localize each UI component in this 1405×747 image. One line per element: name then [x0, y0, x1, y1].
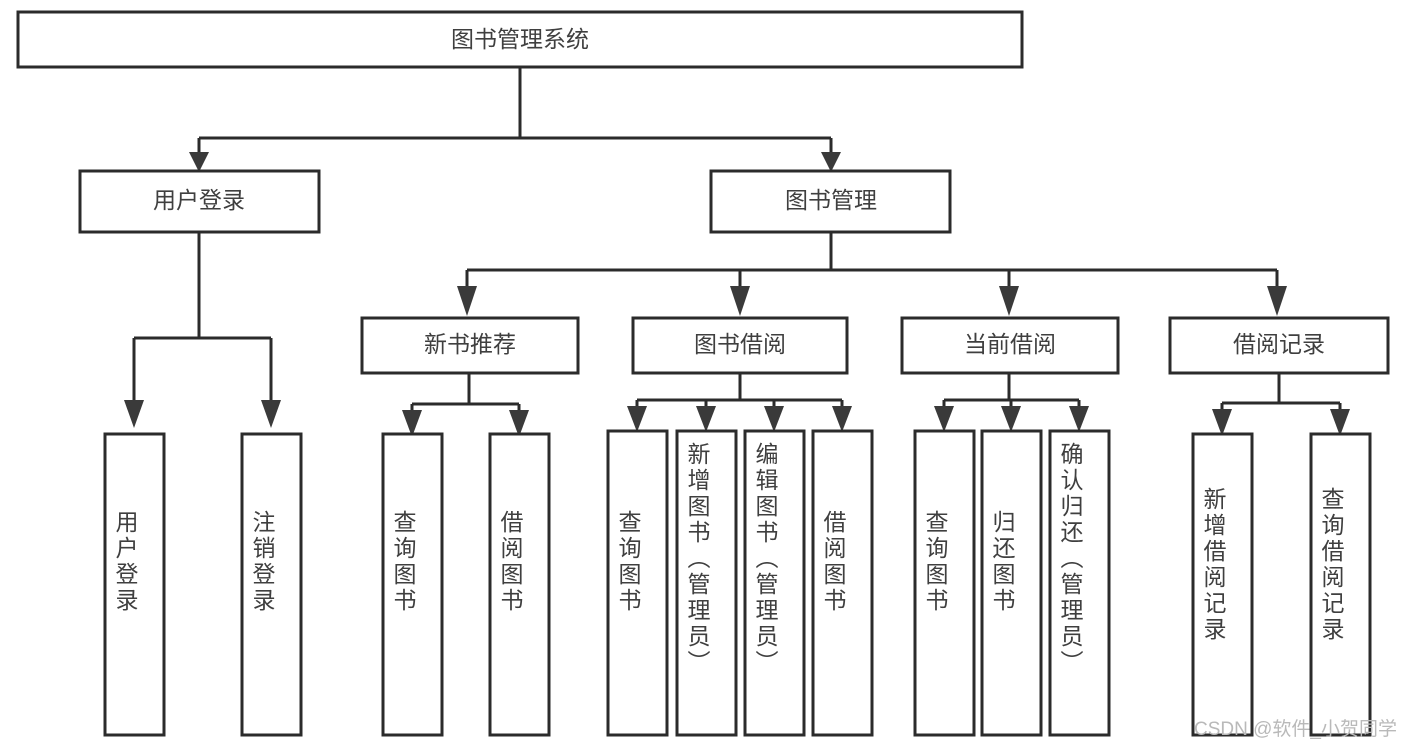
- arrow-to-book-borrow: [730, 286, 750, 316]
- node-root[interactable]: 图书管理系统: [16, 10, 1024, 69]
- node-root-label: 图书管理系统: [451, 26, 589, 52]
- leaf-box-query-book-2[interactable]: [606, 429, 669, 737]
- nodes-layer: 图书管理系统 用户登录 图书管理 新书推荐 图书借阅 当前借阅: [16, 10, 1390, 737]
- edges-layer: [124, 66, 1350, 437]
- node-borrow-record-label: 借阅记录: [1233, 331, 1325, 357]
- leaf-box-query-book-1[interactable]: [381, 432, 444, 737]
- leaf-box-logout[interactable]: [240, 432, 303, 737]
- node-book-manage-label: 图书管理: [785, 187, 877, 213]
- leaf-box-add-record[interactable]: [1191, 432, 1254, 737]
- arrow-to-leaf-add-book: [696, 406, 716, 432]
- arrow-to-leaf-return-book: [1001, 406, 1021, 432]
- node-new-book-rec-label: 新书推荐: [424, 331, 516, 357]
- leaf-box-confirm-return[interactable]: [1048, 429, 1111, 737]
- arrow-to-leaf-borrow-book-2: [832, 406, 852, 432]
- node-borrow-record[interactable]: 借阅记录: [1168, 316, 1390, 375]
- leaf-box-return-book[interactable]: [980, 429, 1043, 737]
- arrow-to-leaf-query-record: [1330, 409, 1350, 436]
- leaf-boxes-layer: [103, 429, 1372, 737]
- node-book-borrow-label: 图书借阅: [694, 331, 786, 357]
- node-user-login-label: 用户登录: [153, 187, 245, 213]
- arrow-to-leaf-confirm-return: [1069, 406, 1089, 432]
- arrow-to-leaf-borrow-book-1: [509, 410, 529, 437]
- arrow-to-user-login: [189, 152, 209, 172]
- arrow-to-leaf-user-login: [124, 400, 144, 428]
- arrow-to-book-manage: [821, 152, 841, 172]
- node-new-book-rec[interactable]: 新书推荐: [360, 316, 580, 375]
- arrow-to-leaf-query-book-3: [934, 406, 954, 432]
- arrow-to-current-borrow: [999, 286, 1019, 316]
- leaf-box-query-record[interactable]: [1309, 432, 1372, 737]
- node-book-borrow[interactable]: 图书借阅: [631, 316, 849, 375]
- watermark-text: CSDN @软件_小贺同学: [1194, 719, 1397, 740]
- node-current-borrow[interactable]: 当前借阅: [900, 316, 1120, 375]
- node-user-login[interactable]: 用户登录: [78, 169, 321, 234]
- arrow-to-leaf-edit-book: [764, 406, 784, 432]
- leaf-box-borrow-book-1[interactable]: [488, 432, 551, 737]
- leaf-box-user-login[interactable]: [103, 432, 166, 737]
- arrow-to-leaf-query-book-1: [402, 410, 422, 437]
- leaf-box-add-book[interactable]: [675, 429, 738, 737]
- arrow-to-leaf-logout: [261, 400, 281, 428]
- arrow-to-leaf-add-record: [1212, 409, 1232, 436]
- leaf-box-query-book-3[interactable]: [913, 429, 976, 737]
- arrow-to-new-book-rec: [457, 286, 477, 316]
- arrow-to-borrow-record: [1267, 286, 1287, 316]
- node-book-manage[interactable]: 图书管理: [709, 169, 952, 234]
- node-current-borrow-label: 当前借阅: [964, 331, 1056, 357]
- leaf-box-edit-book[interactable]: [743, 429, 806, 737]
- leaf-box-borrow-book-2[interactable]: [811, 429, 874, 737]
- arrow-to-leaf-query-book-2: [627, 406, 647, 432]
